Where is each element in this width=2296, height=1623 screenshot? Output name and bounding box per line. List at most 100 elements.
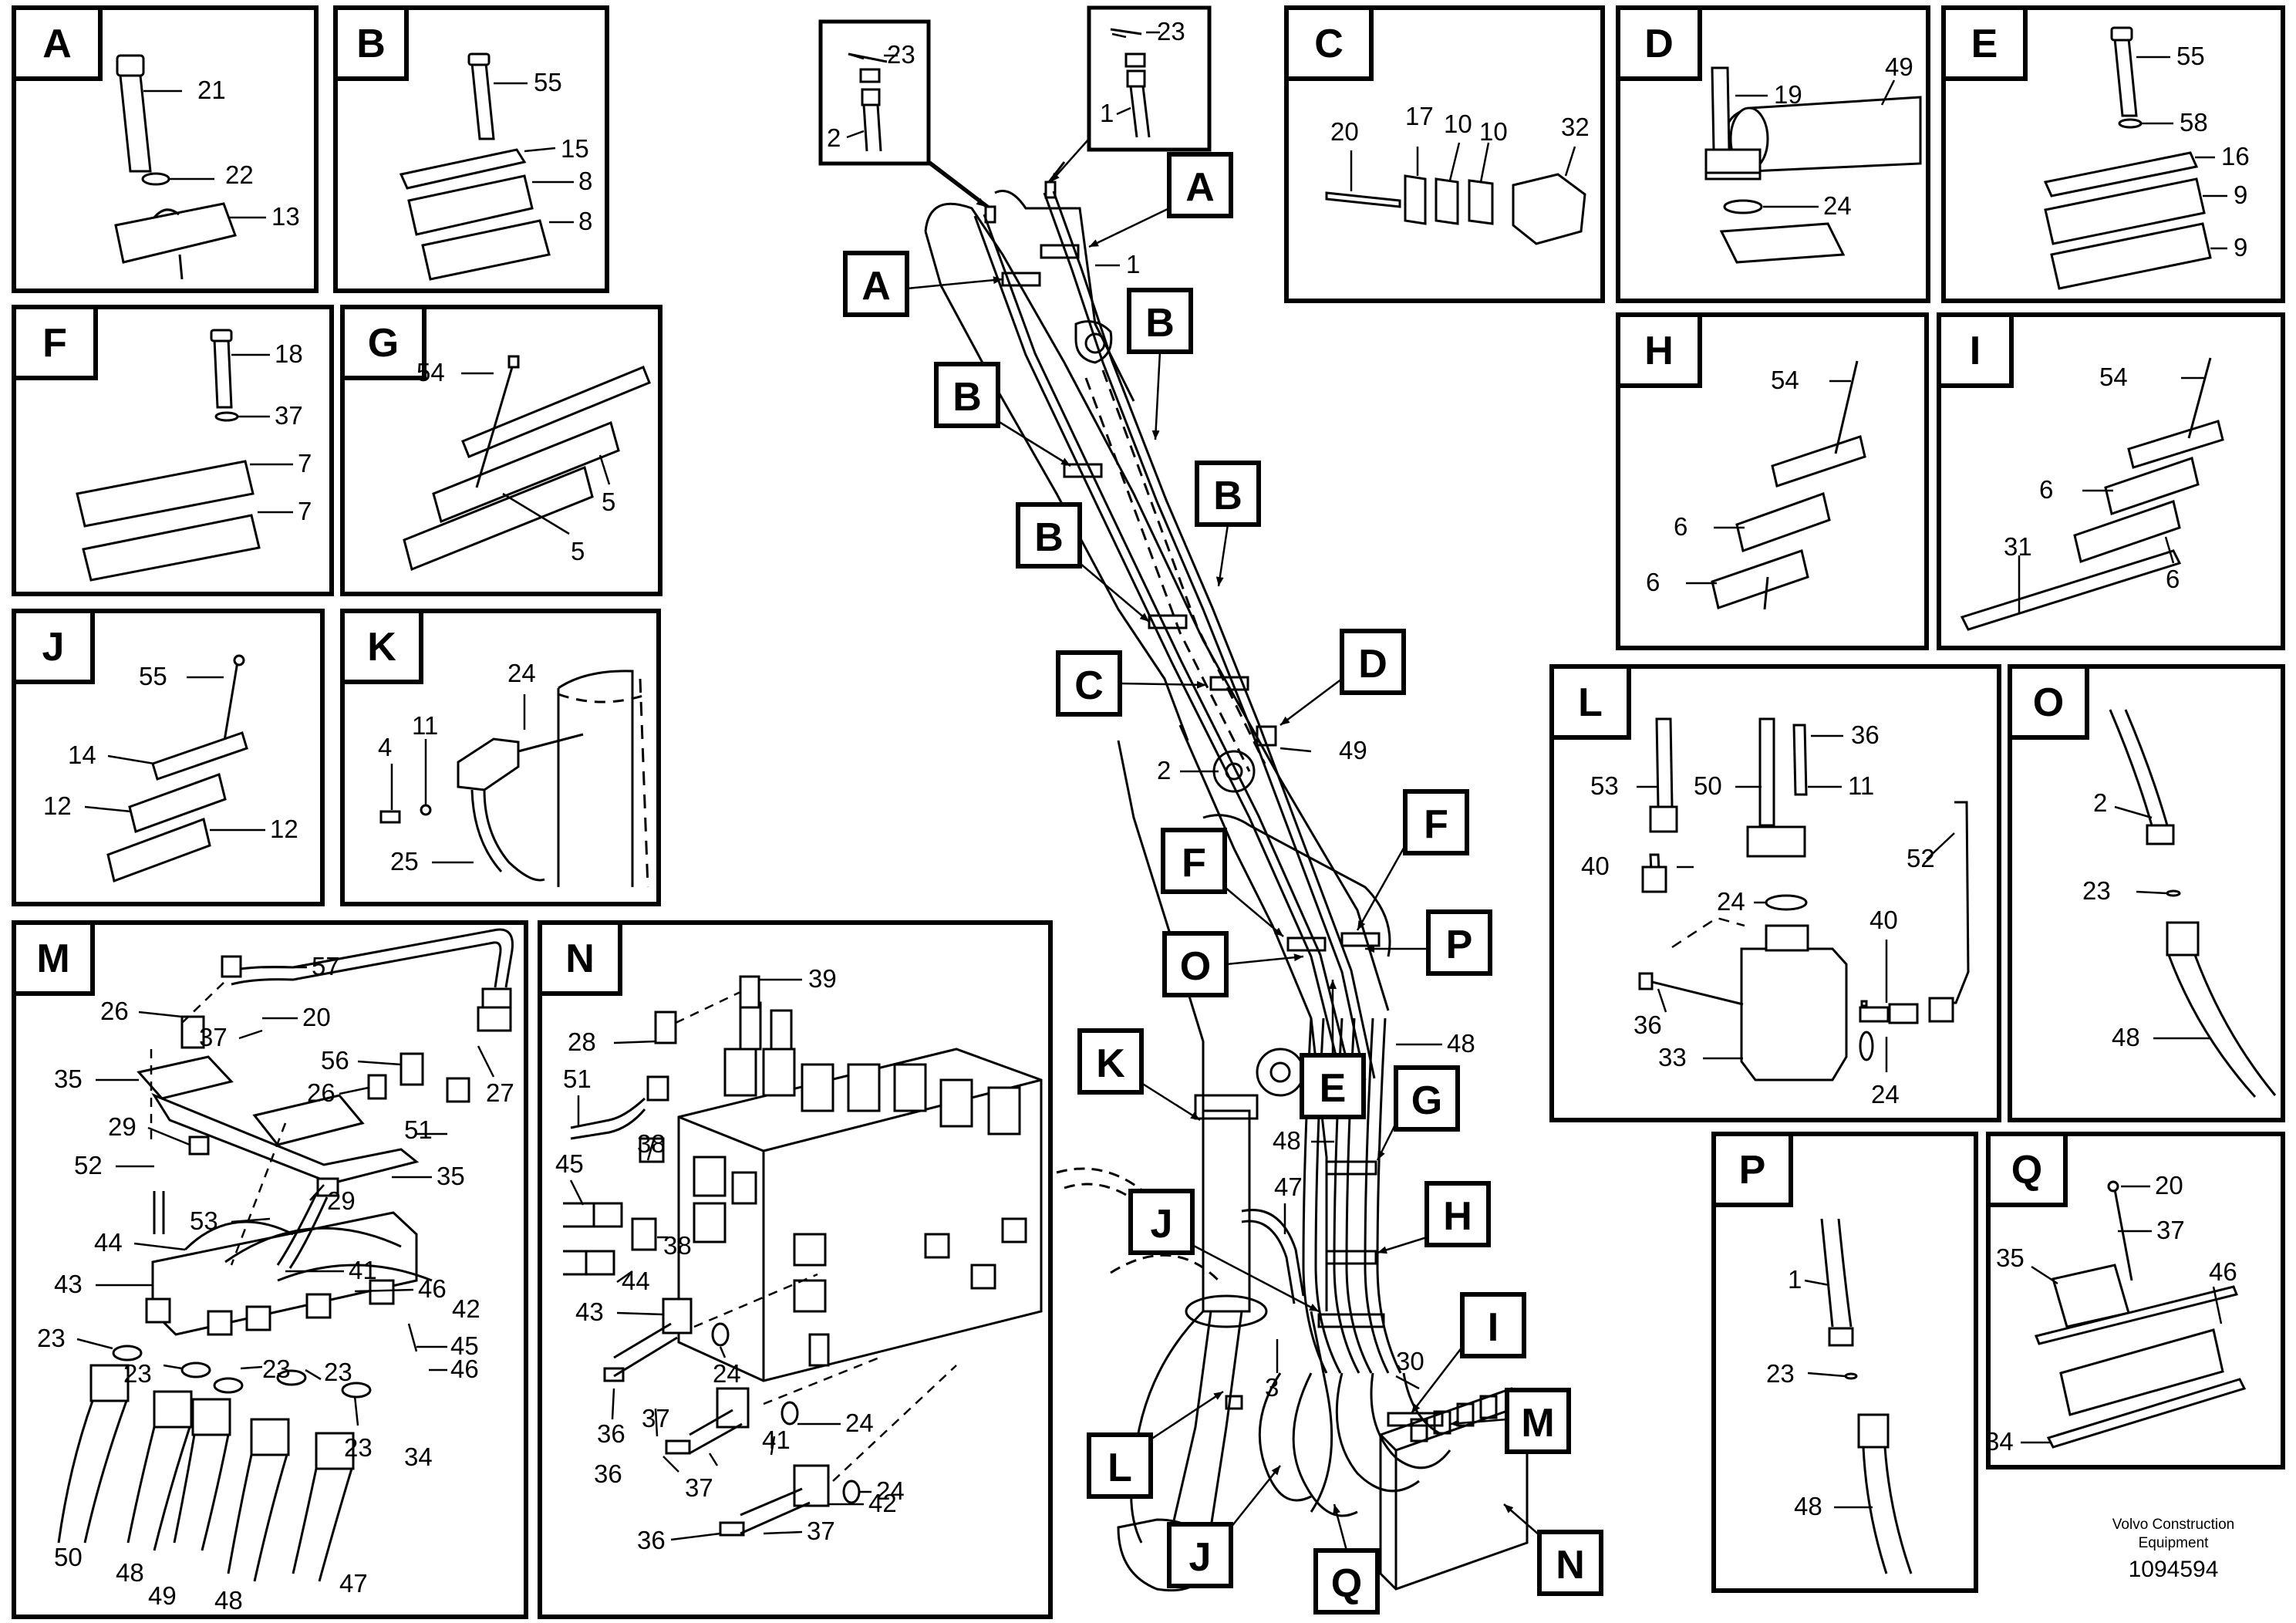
footer: Volvo Construction Equipment 1094594 [2112,1517,2234,1582]
part-label: 54 [1771,366,1799,394]
callout-letter: G [1411,1078,1442,1123]
part-label: 29 [108,1112,137,1141]
callout-letter: F [1424,802,1448,847]
part-label: 45 [555,1149,584,1178]
part-label: 26 [307,1078,335,1107]
part-label: 34 [404,1442,433,1471]
panel-q: Q 20 37 35 46 34 [1985,1132,2285,1469]
panel-g: G 54 5 5 [340,305,663,596]
part-label: 55 [2176,42,2205,70]
callout-letter: B [1145,301,1175,346]
part-label: 5 [602,488,615,516]
part-label: 37 [2156,1216,2185,1244]
part-label: 14 [68,741,96,769]
part-label: 55 [534,68,562,96]
part-label: 23 [1766,1359,1795,1388]
part-label: 8 [578,207,592,235]
panel-a: A 21 22 13 [12,5,319,293]
part-label: 44 [94,1228,123,1257]
callout-o: O [1162,931,1304,997]
part-label: 42 [868,1489,897,1517]
part-label: 48 [214,1586,243,1615]
callout-k: K [1077,1028,1201,1122]
part-label: 20 [2155,1171,2183,1200]
part-label: 11 [412,711,438,740]
callout-letter: O [1180,944,1211,989]
part-label: 5 [571,537,585,565]
part-label: 47 [1274,1173,1303,1201]
part-label: 40 [1870,906,1898,934]
part-label: 41 [349,1256,377,1284]
part-label: 55 [139,662,167,690]
part-label: 50 [1694,771,1722,800]
panel-j: J 55 14 12 12 [12,609,325,906]
part-label: 49 [148,1581,177,1610]
part-label: 11 [1848,771,1874,800]
part-label: 48 [1794,1492,1822,1520]
callout-letter: B [952,375,982,420]
company-name-line1: Volvo Construction [2112,1517,2234,1533]
panel-letter: N [565,936,595,981]
part-label: 17 [1405,102,1434,130]
callout-f-2: F [1356,789,1469,931]
panel-k: K 24 4 11 25 [340,609,661,906]
part-label: 46 [450,1355,479,1383]
part-label: 36 [637,1526,666,1554]
callout-letter: J [1189,1535,1212,1580]
part-label: 49 [1339,736,1367,764]
part-label: 50 [54,1543,83,1571]
part-label: 3 [1265,1373,1279,1402]
panel-letter: K [367,625,396,670]
part-label: 10 [1479,117,1508,146]
part-label: 6 [2166,565,2180,593]
part-label: 10 [1444,110,1472,138]
part-label: 24 [1823,191,1852,220]
panel-f: F 18 37 7 7 [12,305,334,596]
callout-b-2: B [934,362,1071,467]
callout-j-1: J [1128,1189,1320,1313]
callout-letter: Q [1331,1561,1362,1606]
part-label: 43 [54,1270,83,1298]
part-label: 20 [302,1003,331,1031]
part-label: 24 [845,1409,874,1437]
panel-c: C 20 17 10 10 32 [1284,5,1605,303]
part-label: 35 [437,1162,465,1190]
part-label: 21 [197,76,226,104]
callout-letter: J [1151,1202,1173,1247]
part-label: 34 [1985,1427,2014,1456]
callout-i: I [1411,1292,1526,1414]
part-label: 7 [298,497,312,525]
part-label: 35 [54,1065,83,1093]
callout-p: P [1365,909,1492,976]
part-label: 51 [563,1065,592,1093]
part-label: 54 [2099,363,2128,391]
callout-letter: B [1213,474,1242,518]
part-label: 37 [275,401,303,430]
callout-e: E [1300,980,1366,1119]
callout-a-2: A [843,251,1003,317]
part-label: 23 [324,1358,352,1386]
boom-assembly [924,160,1529,1592]
callout-letter: C [1074,663,1104,708]
panel-letter: C [1314,22,1344,66]
part-label: 18 [275,339,303,368]
part-label: 39 [808,964,837,993]
callout-n: N [1503,1503,1603,1596]
panel-letter: P [1739,1148,1766,1193]
callout-j-2: J [1167,1465,1281,1588]
part-label: 31 [2004,532,2032,561]
part-label: 53 [190,1206,218,1235]
part-label: 16 [2221,142,2250,170]
panel-letter: E [1971,22,1998,66]
part-label: 1 [1126,250,1140,278]
panel-letter: G [368,321,399,366]
part-label: 46 [2209,1257,2237,1286]
callout-letter: M [1521,1401,1554,1446]
callout-letter: F [1182,841,1206,886]
part-label: 52 [1907,844,1935,872]
part-label: 24 [507,659,536,687]
part-label: 2 [1157,756,1171,785]
callout-letter: K [1096,1041,1125,1086]
hose-fitting-inset-left: 23 2 [818,19,986,208]
